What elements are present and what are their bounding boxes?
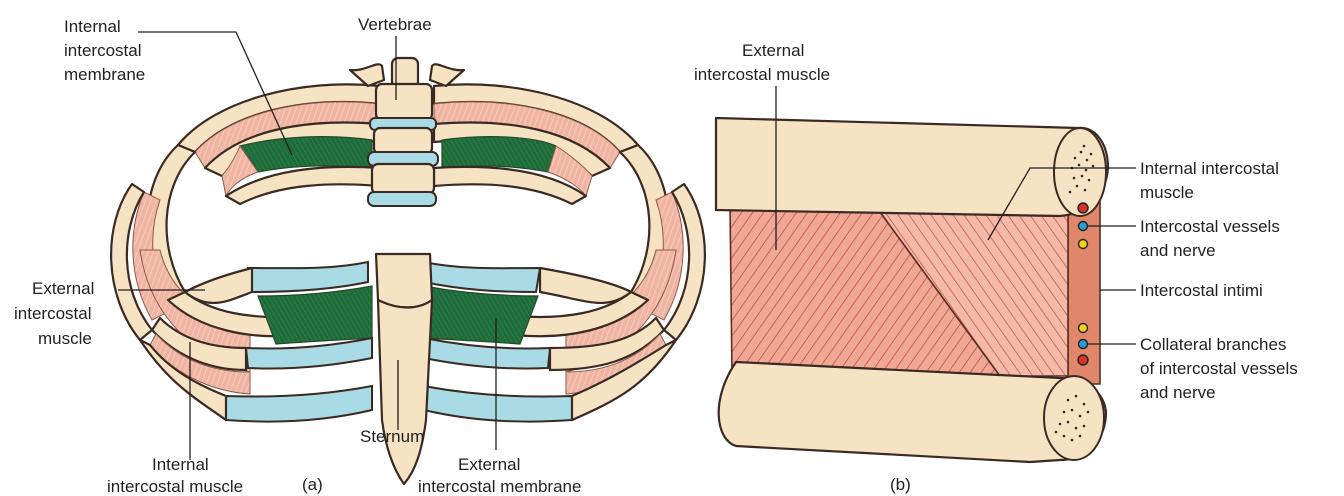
label-external-muscle-2: intercostal xyxy=(14,304,91,323)
front-bone-1-right xyxy=(540,268,631,303)
collateral-nerve xyxy=(1079,324,1088,333)
caption-b: (b) xyxy=(890,475,911,494)
intercostal-nerve xyxy=(1079,240,1088,249)
label-b-intimi: Intercostal intimi xyxy=(1140,281,1263,300)
intercostal-vein xyxy=(1079,222,1088,231)
label-internal-muscle-2: intercostal muscle xyxy=(107,477,243,496)
caption-a: (a) xyxy=(302,475,323,494)
label-external-muscle-3: muscle xyxy=(38,329,92,348)
front-cart-1-right xyxy=(424,262,540,292)
collateral-vessels-nerve xyxy=(1078,324,1088,366)
label-b-collateral-2: of intercostal vessels xyxy=(1140,359,1298,378)
front-cart-3-right xyxy=(424,386,572,422)
label-b-collateral-3: and nerve xyxy=(1140,383,1216,402)
label-b-external-muscle-2: intercostal muscle xyxy=(694,65,830,84)
label-internal-membrane-1: Internal xyxy=(64,17,121,36)
label-vertebrae: Vertebrae xyxy=(358,15,432,34)
label-sternum: Sternum xyxy=(360,427,424,446)
label-external-muscle-1: External xyxy=(32,279,94,298)
intercostal-artery xyxy=(1078,203,1088,213)
label-external-membrane-1: External xyxy=(458,455,520,474)
collateral-vein xyxy=(1079,340,1088,349)
label-internal-membrane-3: membrane xyxy=(64,65,145,84)
label-b-internal-muscle-1: Internal intercostal xyxy=(1140,159,1279,178)
external-membrane-left xyxy=(258,286,372,344)
label-b-internal-muscle-2: muscle xyxy=(1140,183,1194,202)
label-external-membrane-2: intercostal membrane xyxy=(418,477,581,496)
sternum xyxy=(376,254,432,484)
front-cart-2-left xyxy=(246,338,372,369)
front-cart-2-right xyxy=(424,338,550,369)
label-b-vessels-1: Intercostal vessels xyxy=(1140,217,1280,236)
panel-a-rib-cage xyxy=(111,58,705,484)
front-bone-1-left xyxy=(185,268,252,303)
panel-b-intercostal-space xyxy=(716,118,1108,462)
label-b-vessels-2: and nerve xyxy=(1140,241,1216,260)
collateral-artery xyxy=(1078,355,1088,365)
label-internal-muscle-1: Internal xyxy=(152,455,209,474)
label-internal-membrane-2: intercostal xyxy=(64,41,141,60)
upper-rib xyxy=(716,118,1108,216)
label-b-external-muscle-1: External xyxy=(742,41,804,60)
lower-rib-end xyxy=(1044,376,1104,460)
front-cart-1-left xyxy=(248,262,368,292)
intercostal-vessels-nerve xyxy=(1078,203,1088,249)
label-b-collateral-1: Collateral branches xyxy=(1140,335,1286,354)
external-membrane-right xyxy=(424,286,538,344)
upper-rib-end xyxy=(1054,128,1106,216)
